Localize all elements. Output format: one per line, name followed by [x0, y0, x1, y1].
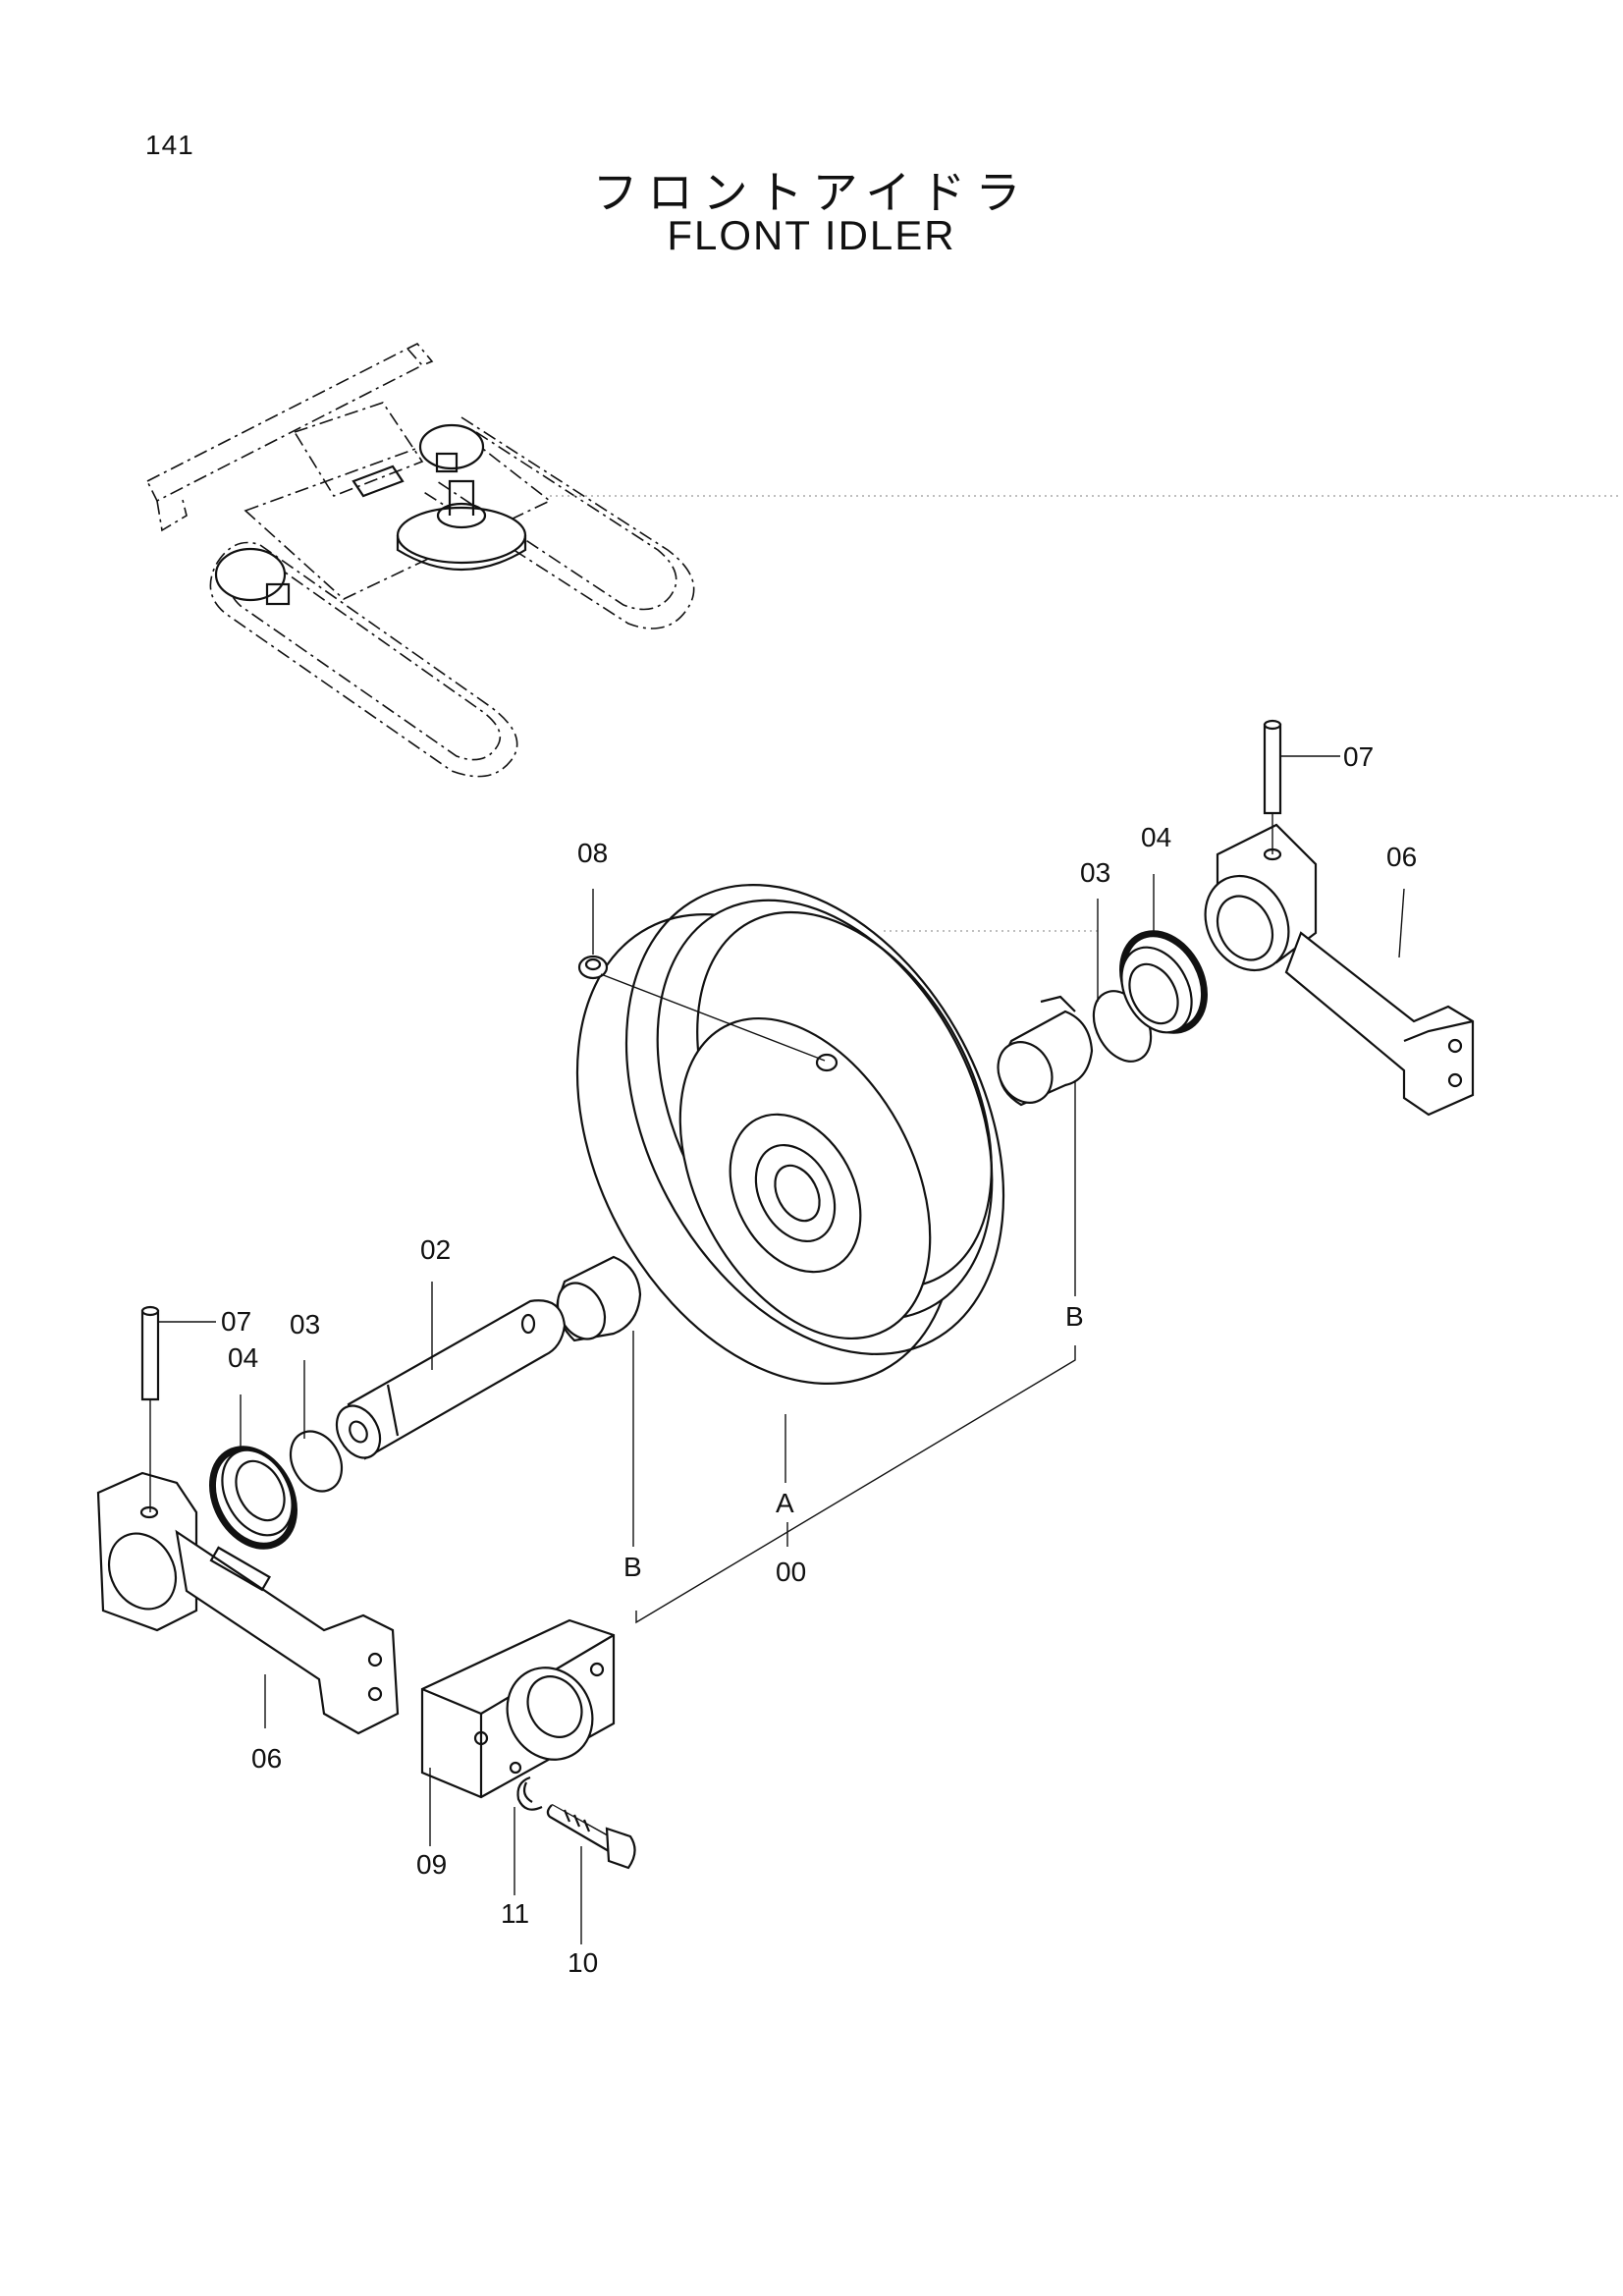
- callout-07-right: 07: [1343, 741, 1374, 772]
- left-idler-support: [96, 1471, 400, 1735]
- bracket: [420, 1618, 616, 1799]
- undercarriage-overview: [145, 343, 1620, 778]
- callout-04-left: 04: [228, 1342, 258, 1373]
- left-pin: [140, 1305, 216, 1512]
- left-floating-seal: [209, 1446, 298, 1550]
- shaft: [335, 1299, 567, 1460]
- callout-04-right: 04: [1141, 822, 1171, 852]
- plug-part: [577, 955, 826, 1062]
- idler-wheel: [575, 884, 1100, 1385]
- callout-11: 11: [501, 1898, 529, 1929]
- callout-06-right: 06: [1386, 842, 1417, 872]
- callout-07-left: 07: [221, 1306, 251, 1337]
- callout-10: 10: [568, 1947, 598, 1978]
- callout-02: 02: [420, 1234, 451, 1265]
- right-collar: [997, 995, 1094, 1107]
- bolt: [546, 1804, 636, 1870]
- callout-03-left: 03: [290, 1309, 320, 1339]
- page-number: 141: [145, 130, 194, 160]
- callout-00: 00: [776, 1557, 806, 1587]
- reference-b-right: B: [1065, 1301, 1084, 1332]
- callout-03-right: 03: [1080, 857, 1110, 888]
- callout-06-left: 06: [251, 1743, 282, 1774]
- reference-a: A: [776, 1488, 794, 1518]
- leader-lines: [240, 874, 1405, 1944]
- right-pin: [1263, 719, 1340, 854]
- reference-b-left: B: [623, 1552, 642, 1582]
- right-floating-seal: [1119, 930, 1208, 1034]
- callout-09: 09: [416, 1849, 447, 1880]
- title-japanese: フロントアイドラ: [592, 166, 1031, 219]
- callout-08: 08: [577, 838, 608, 868]
- right-idler-support: [1204, 823, 1475, 1117]
- spring-washer: [516, 1776, 543, 1811]
- title-english: FLONT IDLER: [667, 212, 956, 258]
- callout-labels: 00 02 03 03 04 04 06 06 07 07 08 09 10 1…: [221, 741, 1417, 1978]
- left-o-ring: [289, 1430, 344, 1493]
